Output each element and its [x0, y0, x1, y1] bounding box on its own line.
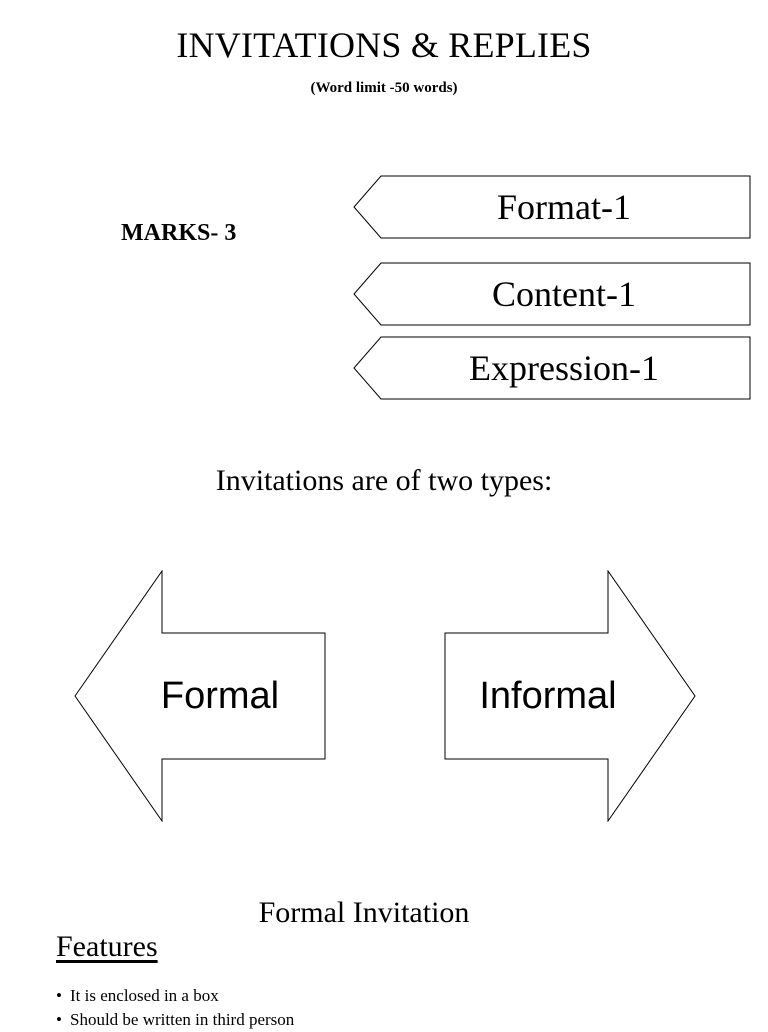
marks-expression-label: Expression-1	[469, 348, 659, 388]
marks-format-tag: Format-1	[353, 175, 751, 239]
page-title: INVITATIONS & REPLIES	[176, 25, 592, 65]
features-list: It is enclosed in a box Should be writte…	[56, 984, 294, 1032]
list-item: Should be written in third person	[56, 1008, 294, 1032]
tag-shape-icon	[353, 262, 751, 326]
informal-arrow: Informal	[444, 570, 696, 822]
right-arrow-icon	[444, 570, 696, 822]
formal-invitation-heading: Formal Invitation	[258, 896, 470, 929]
formal-arrow: Formal	[74, 570, 326, 822]
marks-label: MARKS- 3	[121, 220, 237, 246]
left-arrow-icon	[74, 570, 326, 822]
informal-label: Informal	[479, 674, 617, 717]
types-intro: Invitations are of two types:	[215, 464, 553, 497]
list-item: It is enclosed in a box	[56, 984, 294, 1008]
marks-content-tag: Content-1	[353, 262, 751, 326]
tag-shape-icon	[353, 175, 751, 239]
marks-format-label: Format-1	[497, 187, 631, 227]
features-heading: Features	[56, 930, 158, 963]
formal-label: Formal	[160, 674, 280, 717]
word-limit-note: (Word limit -50 words)	[310, 80, 458, 96]
marks-content-label: Content-1	[492, 274, 636, 314]
tag-shape-icon	[353, 336, 751, 400]
marks-expression-tag: Expression-1	[353, 336, 751, 400]
